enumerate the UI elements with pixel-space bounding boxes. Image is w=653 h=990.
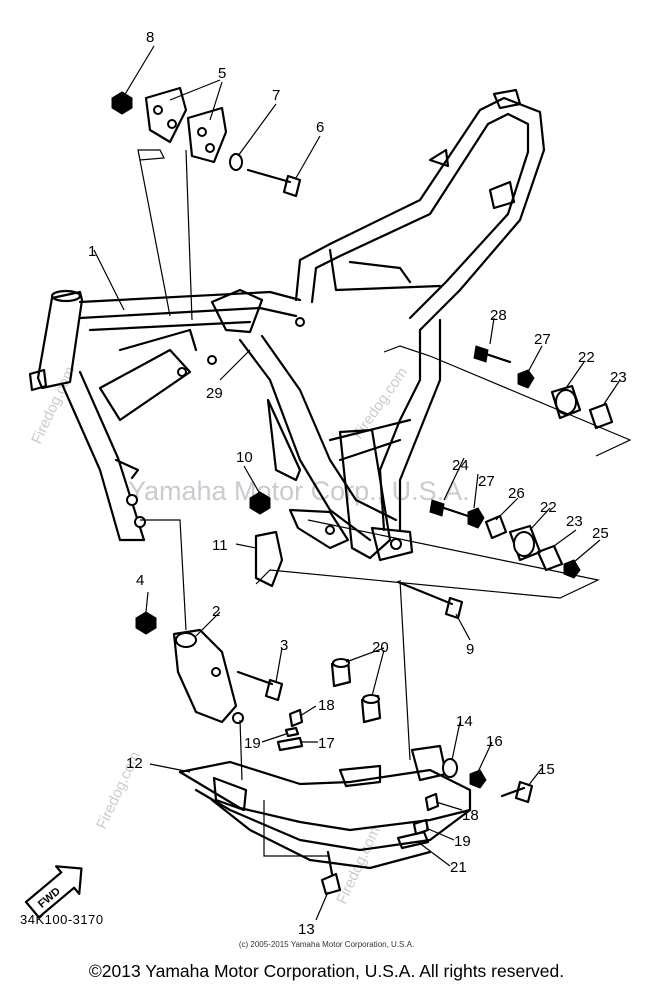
- callout-3: 3: [280, 637, 288, 654]
- callout-23a: 23: [610, 369, 627, 386]
- callout-4: 4: [136, 572, 144, 589]
- callout-17: 17: [318, 735, 335, 752]
- watermark-main: Yamaha Motor Corp., U.S.A.: [128, 476, 470, 506]
- lower-bracket: [135, 611, 284, 724]
- callout-22a: 22: [578, 349, 595, 366]
- callout-25: 25: [592, 525, 609, 542]
- engine-mount-brackets: [111, 86, 302, 198]
- side-plate: [249, 491, 464, 620]
- callout-15: 15: [538, 761, 555, 778]
- callout-6: 6: [316, 119, 324, 136]
- callout-19a: 19: [244, 735, 261, 752]
- callout-20: 20: [372, 639, 389, 656]
- callout-1: 1: [88, 243, 96, 260]
- callout-8: 8: [146, 29, 154, 46]
- part-code: 34K100-3170: [20, 912, 104, 927]
- callout-27a: 27: [534, 331, 551, 348]
- callout-numbers: 1 2 3 4 5 6 7 8 9 10 11 12 13 14 15 16 1…: [88, 29, 627, 938]
- leader-lines: [93, 45, 621, 921]
- callout-21: 21: [450, 859, 467, 876]
- callout-9: 9: [466, 641, 474, 658]
- callout-29: 29: [206, 385, 223, 402]
- callout-23b: 23: [566, 513, 583, 530]
- skid-cradle: [178, 658, 534, 896]
- callout-2: 2: [212, 603, 220, 620]
- callout-27b: 27: [478, 473, 495, 490]
- callout-19b: 19: [454, 833, 471, 850]
- callout-28: 28: [490, 307, 507, 324]
- copyright-footer: ©2013 Yamaha Motor Corporation, U.S.A. A…: [88, 961, 565, 981]
- reference-lines: [137, 149, 632, 857]
- callout-26: 26: [508, 485, 525, 502]
- main-frame: [28, 88, 546, 562]
- callout-22b: 22: [540, 499, 557, 516]
- callout-11: 11: [212, 537, 228, 554]
- mount-hardware: [429, 345, 614, 579]
- callout-12: 12: [126, 755, 143, 772]
- callout-16: 16: [486, 733, 503, 750]
- small-copyright: (c) 2005-2015 Yamaha Motor Corporation, …: [238, 940, 415, 949]
- callout-13: 13: [298, 921, 315, 938]
- callout-14: 14: [456, 713, 473, 730]
- callout-18b: 18: [462, 807, 479, 824]
- callout-18a: 18: [318, 697, 335, 714]
- callout-7: 7: [272, 87, 280, 104]
- callout-5: 5: [218, 65, 226, 82]
- callout-24: 24: [452, 457, 469, 474]
- callout-10: 10: [236, 449, 253, 466]
